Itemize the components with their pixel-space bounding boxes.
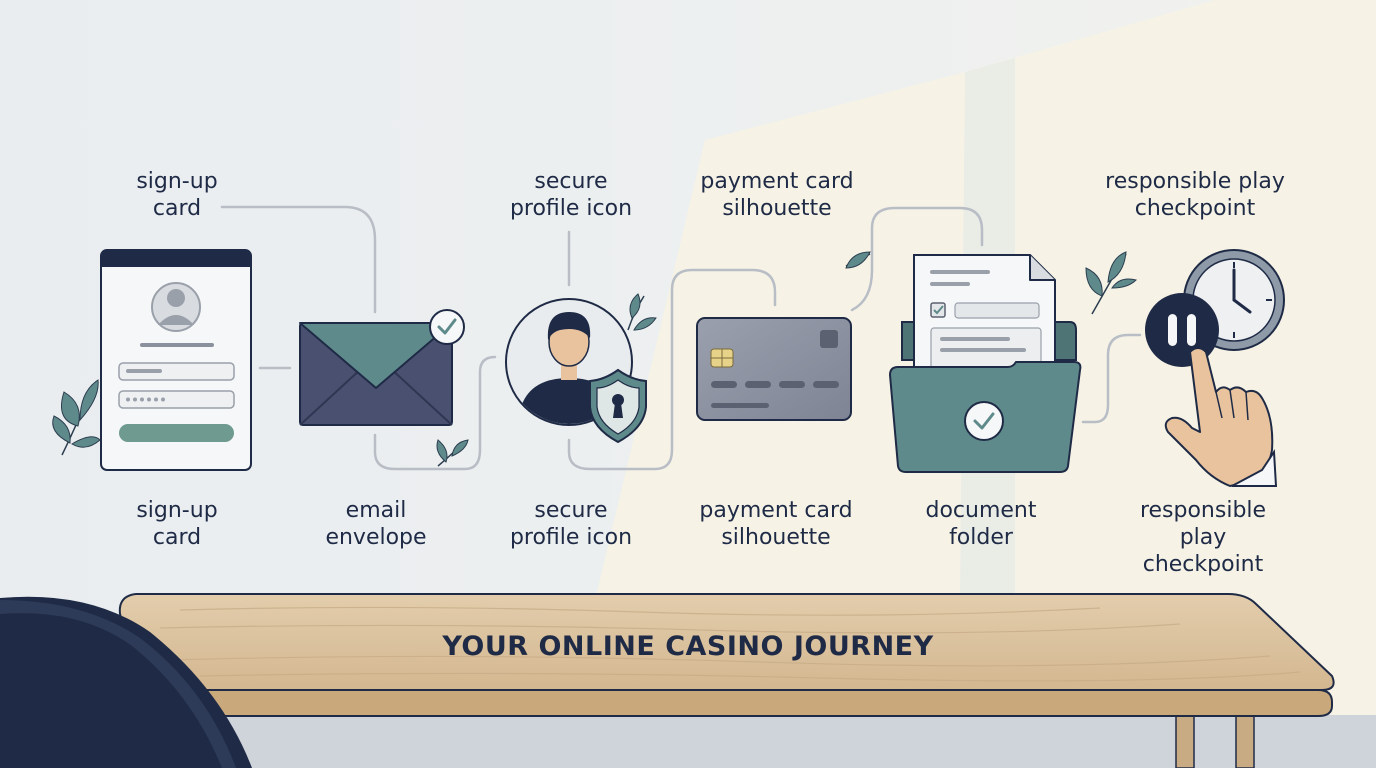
check-icon [964, 401, 1004, 441]
journey-title: YOUR ONLINE CASINO JOURNEY [442, 631, 934, 662]
document-sheet [913, 254, 1056, 373]
connector-signup-top [220, 205, 377, 314]
leaf-icon [627, 293, 657, 331]
pointing-hand-icon [1164, 347, 1278, 487]
email-envelope-icon [299, 322, 453, 426]
check-icon [429, 309, 465, 345]
table-icon [118, 593, 1335, 768]
leaf-icon [1085, 251, 1137, 315]
step-top-label-signup: sign-up card [136, 169, 218, 221]
table-leg [1175, 711, 1195, 768]
step-bottom-label-signup: sign-up card [136, 498, 218, 550]
step-bottom-label-profile: secure profile icon [509, 498, 633, 550]
step-top-label-profile: secure profile icon [509, 169, 633, 221]
payment-card-icon [696, 317, 852, 421]
sign-up-card-icon [100, 249, 252, 471]
step-bottom-label-play: responsible play checkpoint [1139, 498, 1267, 577]
name-field [118, 362, 235, 381]
step-top-label-payment: payment card silhouette [700, 169, 854, 221]
leaf-icon [52, 379, 101, 456]
connector-profile-payment [567, 268, 777, 471]
shield-lock-icon [589, 368, 647, 444]
chair-icon [0, 596, 252, 768]
connector-lines [220, 205, 1142, 471]
leaf-icon [845, 251, 871, 269]
leaf-icon [436, 439, 469, 467]
step-bottom-label-email: email envelope [325, 498, 427, 550]
step-top-label-play: responsible play checkpoint [1105, 169, 1285, 221]
password-field [118, 390, 235, 409]
document-folder-icon [888, 254, 1082, 473]
table-leg [1235, 711, 1255, 768]
connector-email-profile [373, 355, 497, 471]
submit-button-graphic [119, 424, 234, 442]
connector-document-play [1081, 333, 1142, 424]
connector-payment-document [850, 206, 984, 312]
step-bottom-label-payment: payment card silhouette [699, 498, 853, 550]
step-bottom-label-document: document folder [925, 498, 1037, 550]
